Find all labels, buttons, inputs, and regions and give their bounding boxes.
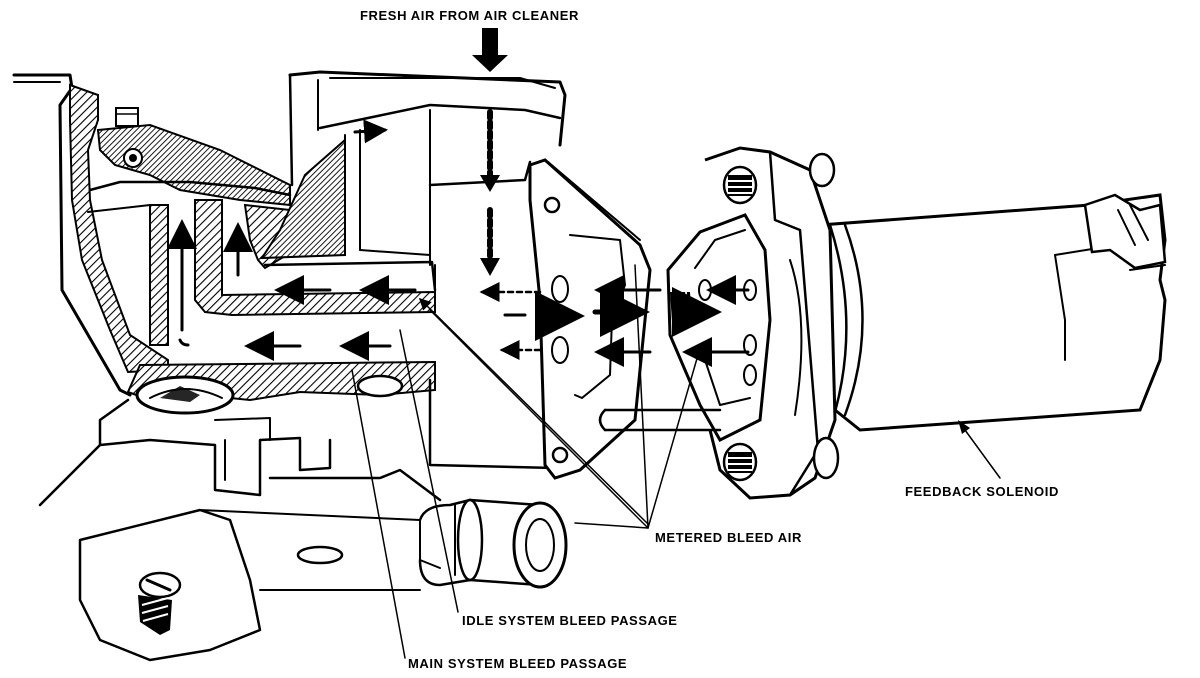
stud-top [722,165,758,205]
feedback-solenoid [598,146,1167,500]
stud-bottom [722,442,758,482]
hose-fitting [418,498,568,589]
air-horn-housing [260,70,567,470]
label-main-system-bleed: MAIN SYSTEM BLEED PASSAGE [408,656,627,671]
leader-lines [351,264,1001,659]
airflow-arrows [167,28,750,367]
label-fresh-air: FRESH AIR FROM AIR CLEANER [360,8,579,23]
label-metered-bleed-air: METERED BLEED AIR [655,530,802,545]
inlet-arrow [472,28,508,72]
idle-passage-wall [194,199,436,317]
label-idle-system-bleed: IDLE SYSTEM BLEED PASSAGE [462,613,678,628]
top-cover-section [96,123,291,207]
outer-wall-section [69,83,169,374]
carburetor-body [12,73,568,662]
label-feedback-solenoid: FEEDBACK SOLENOID [905,484,1059,499]
mounting-screw [138,571,182,635]
